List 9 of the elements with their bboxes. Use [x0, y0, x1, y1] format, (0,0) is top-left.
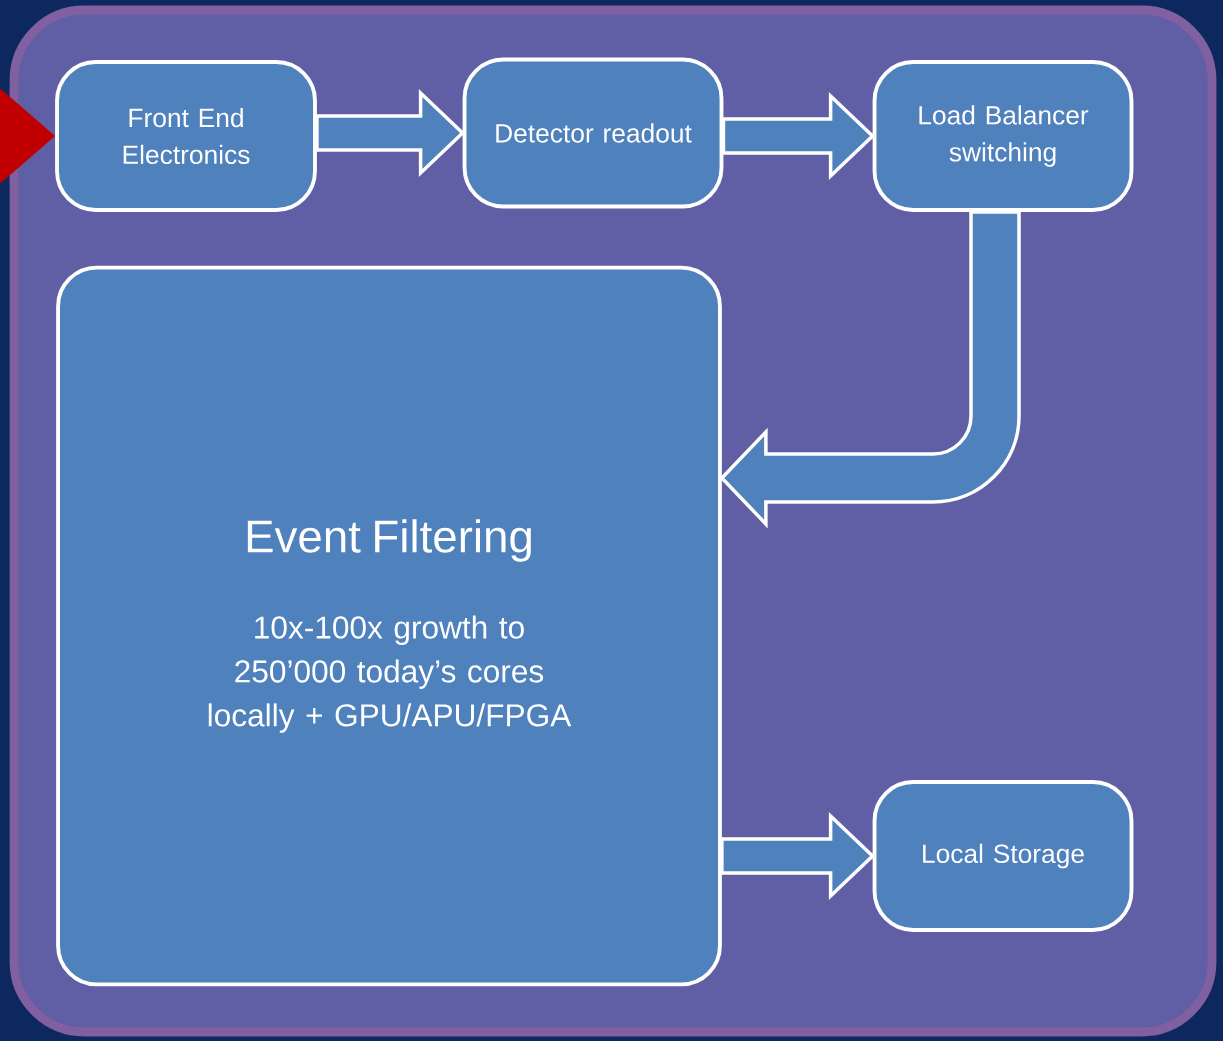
process-box: Front End Electronics: [55, 60, 317, 212]
block-arrow: [721, 91, 876, 181]
block-arrow: [720, 811, 876, 901]
processing-block: Event Filtering 10x-100x growth to 250’000 today’s cores locally + GPU/APU/FPGA: [56, 265, 722, 987]
bent-block-arrow: [720, 210, 1021, 526]
block-arrow: [315, 88, 466, 178]
process-box: Detector readout: [462, 57, 724, 209]
process-box: Local Storage: [872, 780, 1134, 932]
process-box: Load Balancer switching: [872, 60, 1134, 212]
